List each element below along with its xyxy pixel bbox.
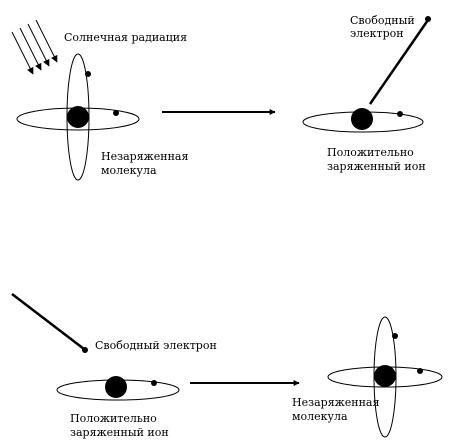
positive-ion-bottom — [56, 376, 180, 401]
positive-ion-label-top-line2: заряженный ион — [327, 160, 426, 173]
nucleus — [105, 376, 127, 398]
neutral-molecule-label-line2: молекула — [101, 164, 157, 177]
ray — [11, 31, 34, 75]
free-electron-label-top-line2: электрон — [350, 27, 404, 40]
solar-radiation-rays — [11, 19, 58, 75]
neutral-molecule-bottom-label-line2: молекула — [292, 410, 348, 423]
neutral-molecule-bottom-label-line1: Незаряженная — [292, 396, 379, 409]
positive-ion-label-top-line1: Положительно — [327, 146, 414, 159]
ray — [19, 27, 42, 71]
free-electron-label-top-line1: Свободный — [350, 14, 415, 27]
neutral-molecule-bottom — [327, 316, 443, 438]
orbit-vertical — [373, 316, 397, 438]
positive-ion-label-bottom-line1: Положительно — [70, 412, 157, 425]
free-electron-bottom — [82, 347, 88, 353]
electron — [417, 368, 423, 374]
positive-ion-top — [302, 108, 424, 133]
electron-trajectory-bottom — [11, 293, 85, 350]
electron-trajectory-top — [368, 19, 430, 105]
electron — [113, 110, 119, 116]
electron — [397, 111, 403, 117]
nucleus — [67, 106, 89, 128]
solar-radiation-label: Солнечная радиация — [64, 31, 187, 44]
nucleus — [374, 365, 396, 387]
free-electron-top — [425, 16, 431, 22]
electron — [85, 71, 91, 77]
nucleus — [351, 108, 373, 130]
neutral-molecule-label-line1: Незаряженная — [101, 150, 188, 163]
electron — [151, 380, 157, 386]
free-electron-label-bottom: Свободный электрон — [95, 339, 217, 352]
neutral-molecule-top — [16, 53, 140, 181]
positive-ion-label-bottom-line2: заряженный ион — [70, 426, 169, 439]
electron — [392, 333, 398, 339]
ray — [35, 19, 58, 63]
ray — [27, 23, 50, 67]
